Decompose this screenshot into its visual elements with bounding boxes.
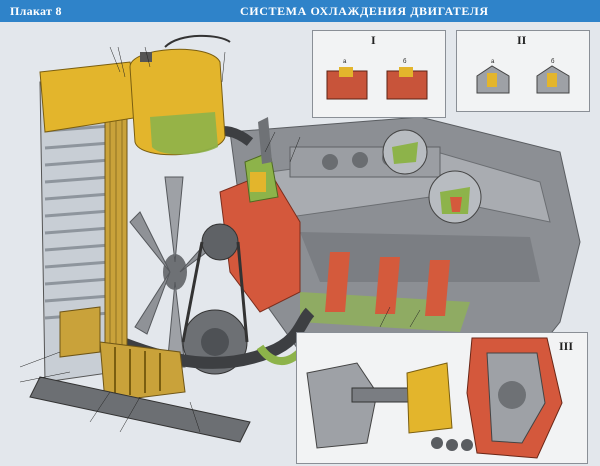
poster-title: СИСТЕМА ОХЛАЖДЕНИЯ ДВИГАТЕЛЯ (240, 4, 489, 18)
radiator (39, 61, 186, 403)
inset-water-pump-III: III (296, 332, 588, 464)
inset-thermostat-I: I а б (312, 30, 446, 118)
inset-I-b: б (403, 59, 407, 65)
inset-II-b: б (551, 59, 555, 65)
thermostat-drawing-I: а б (326, 59, 428, 100)
inset-label-I: I (371, 33, 376, 47)
cooling-system-illustration (19, 34, 581, 443)
leader-lines (19, 46, 421, 433)
inset-label-II: II (517, 33, 527, 47)
detail-circle-2 (428, 170, 482, 224)
engine-block (229, 116, 581, 383)
expansion-tank (129, 34, 231, 156)
water-pump-section-drawing (306, 337, 563, 459)
frame-member (29, 376, 251, 443)
poster-header: Плакат 8 СИСТЕМА ОХЛАЖДЕНИЯ ДВИГАТЕЛЯ (0, 0, 600, 22)
inset-I-a: а (343, 59, 347, 65)
valve-drawing-II: а б (476, 59, 570, 94)
inset-label-III: III (559, 339, 574, 353)
inset-valve-II: II а б (456, 30, 590, 112)
belt-pulleys (181, 223, 249, 375)
detail-circle-1 (382, 129, 428, 175)
inset-II-a: а (491, 59, 495, 65)
plate-number: Плакат 8 (10, 4, 62, 18)
